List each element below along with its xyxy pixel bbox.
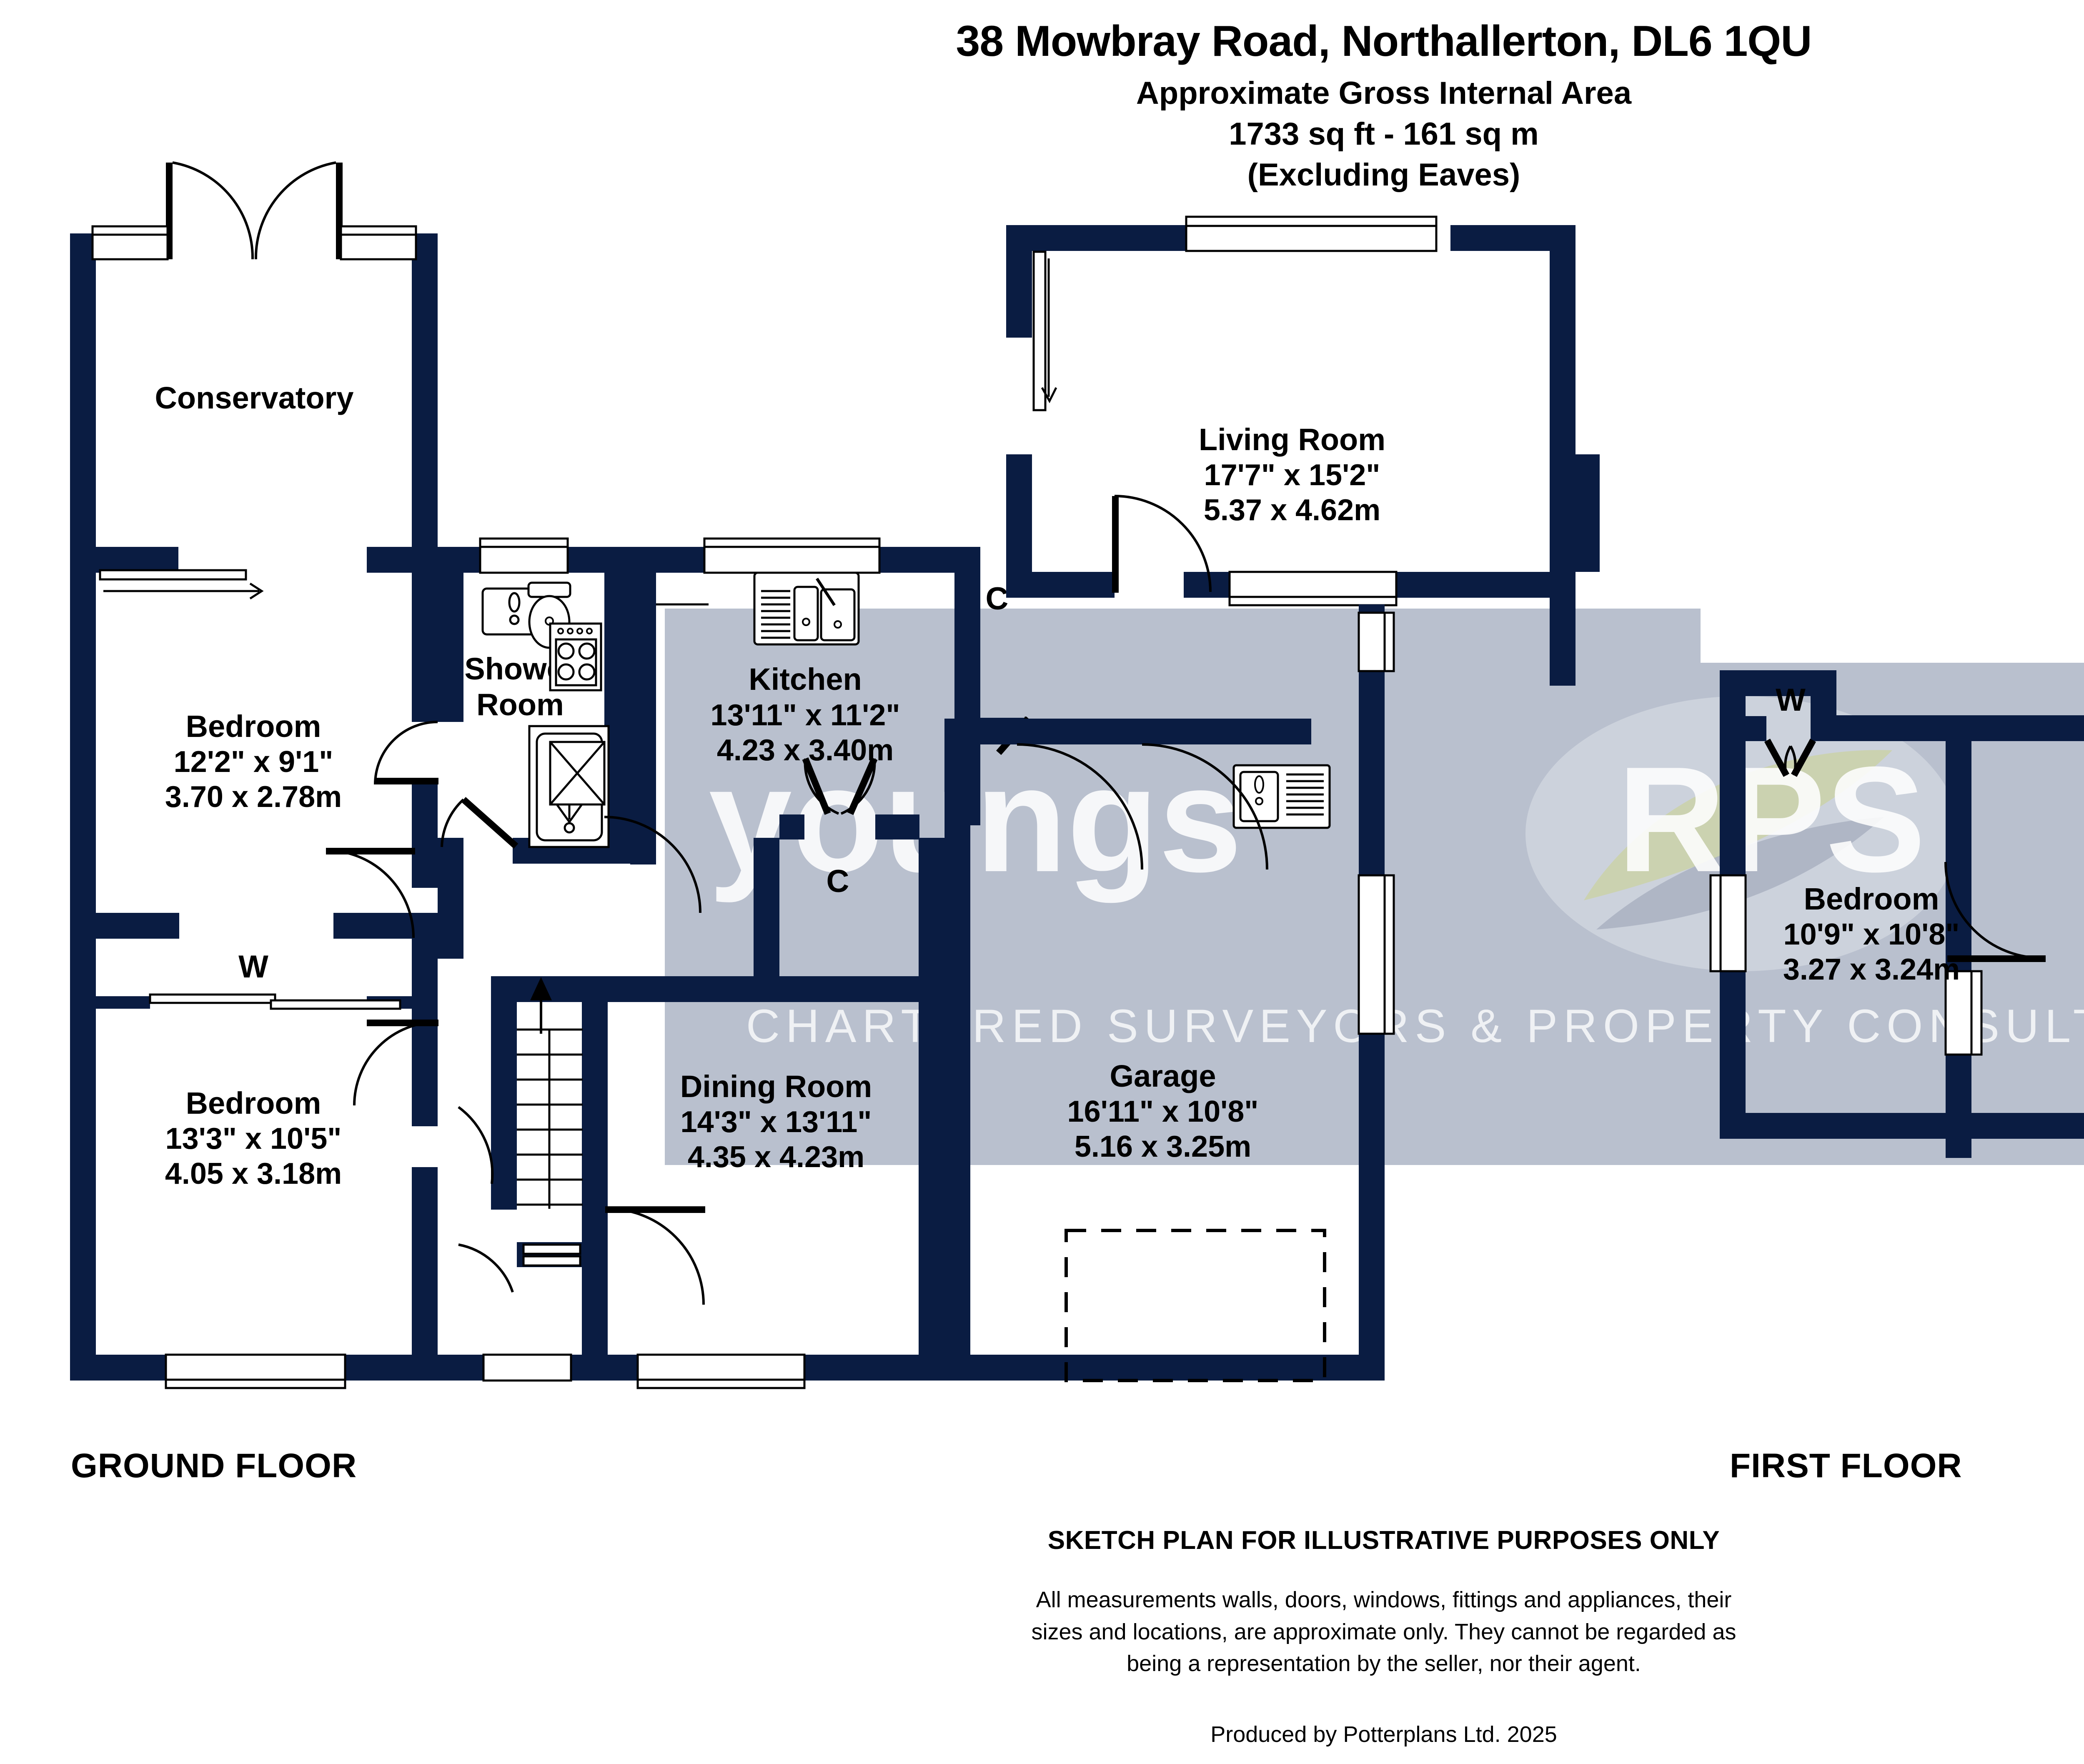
room-dim-imperial-bedroom-gf-2: 13'3" x 10'5" [165, 1122, 342, 1155]
room-label-bedroom-ff-1: Bedroom [1804, 882, 1939, 916]
watermark-brand-rps: RPS [1617, 736, 1926, 903]
cupboard-hall: C [779, 757, 919, 899]
room-dim-metric-bedroom-gf-1: 3.70 x 2.78m [165, 780, 342, 814]
room-living-room: Living Room 17'7" x 15'2" 5.37 x 4.62m [1006, 215, 1600, 686]
area-value: 1733 sq ft - 161 sq m [1229, 116, 1539, 152]
room-dim-imperial-living-room: 17'7" x 15'2" [1204, 459, 1380, 492]
room-dim-metric-living-room: 5.37 x 4.62m [1204, 494, 1380, 527]
cupboard-tag-kitchen: C [986, 581, 1009, 616]
room-dim-imperial-dining-room: 14'3" x 13'11" [681, 1105, 872, 1139]
ground-floor-label: GROUND FLOOR [71, 1447, 357, 1485]
room-dim-imperial-kitchen: 13'11" x 11'2" [711, 699, 900, 732]
disclaimer-body: All measurements walls, doors, windows, … [0, 1584, 2084, 1680]
first-floor-label: FIRST FLOOR [1730, 1447, 1962, 1485]
disclaimer-title: SKETCH PLAN FOR ILLUSTRATIVE PURPOSES ON… [1047, 1526, 1720, 1555]
room-label-living-room: Living Room [1199, 422, 1385, 457]
room-label-dining-room: Dining Room [680, 1069, 872, 1104]
disclaimer-line-3: being a representation by the seller, no… [1127, 1651, 1641, 1676]
produced-by-credit: Produced by Potterplans Ltd. 2025 [1210, 1722, 1557, 1747]
disclaimer-line-1: All measurements walls, doors, windows, … [1036, 1587, 1732, 1612]
room-dim-imperial-bedroom-ff-1: 10'9" x 10'8" [1783, 918, 1960, 951]
room-label-kitchen: Kitchen [749, 662, 862, 697]
room-bedroom-ff-1: W Bedroom 10'9" x 10'8" 3.27 x 3.24m [1709, 670, 2084, 1158]
page-title: 38 Mowbray Road, Northallerton, DL6 1QU [956, 17, 1812, 65]
room-garage: Garage 16'11" x 10'8" 5.16 x 3.25m [944, 604, 1395, 1382]
ground-floor-plan: Conservatory Bedr [70, 161, 1600, 1389]
room-dim-imperial-garage: 16'11" x 10'8" [1067, 1095, 1259, 1128]
room-bedroom-gf-2: W Bedroom 13'3" x 10'5" 4.05 x 3.18m [70, 939, 438, 1389]
room-dim-metric-bedroom-gf-2: 4.05 x 3.18m [165, 1157, 342, 1190]
area-subtitle: Approximate Gross Internal Area [1136, 75, 1632, 111]
room-label-shower-room-line2: Room [476, 687, 564, 722]
room-dim-metric-garage: 5.16 x 3.25m [1075, 1130, 1251, 1163]
room-label-bedroom-gf-1: Bedroom [186, 709, 321, 744]
disclaimer-line-2: sizes and locations, are approximate onl… [1031, 1619, 1736, 1644]
wardrobe-tag-gf-bed2: W [238, 949, 268, 985]
area-note: (Excluding Eaves) [1247, 157, 1520, 193]
room-conservatory: Conservatory [70, 161, 438, 571]
room-bedroom-gf-1: Bedroom 12'2" x 9'1" 3.70 x 2.78m [70, 547, 438, 939]
room-shower-room: Shower Room [438, 537, 634, 959]
room-label-conservatory: Conservatory [155, 381, 353, 415]
room-dim-metric-bedroom-ff-1: 3.27 x 3.24m [1783, 953, 1960, 986]
cupboard-tag-hall: C [827, 864, 849, 899]
first-floor-plan: W Bedroom 10'9" x 10'8" 3.27 x 3.24m [1709, 670, 2084, 1158]
room-label-bedroom-gf-2: Bedroom [186, 1086, 321, 1120]
room-dim-imperial-bedroom-gf-1: 12'2" x 9'1" [174, 745, 333, 779]
room-dim-metric-dining-room: 4.35 x 4.23m [688, 1140, 864, 1174]
room-eaves: Eaves [1971, 715, 2084, 741]
room-dining-room: Dining Room 14'3" x 13'11" 4.35 x 4.23m [582, 838, 953, 1389]
wardrobe-tag-ff-bed1: W [1776, 682, 1806, 718]
room-label-garage: Garage [1110, 1059, 1216, 1093]
